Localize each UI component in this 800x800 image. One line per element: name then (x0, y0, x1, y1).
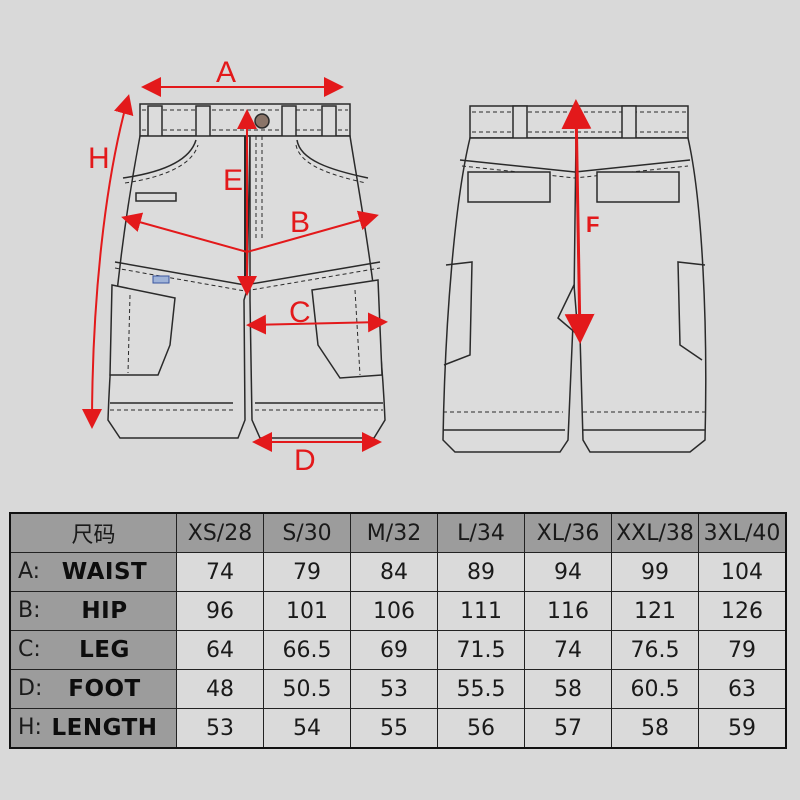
row-name: HIP (81, 598, 128, 624)
table-cell: 96 (176, 591, 264, 631)
back-right-leg (575, 137, 707, 453)
front-waistband (139, 103, 351, 137)
table-cell: 57 (524, 708, 612, 749)
table-cell: 55 (350, 708, 438, 749)
size-header-xs: XS/28 (176, 512, 264, 553)
label-d: D (294, 444, 316, 477)
measure-b-line (121, 210, 379, 254)
table-cell: 89 (437, 552, 525, 592)
table-cell: 59 (698, 708, 787, 749)
table-cell: 56 (437, 708, 525, 749)
back-left-leg (442, 137, 577, 453)
measure-c-line (246, 312, 388, 335)
row-name: LENGTH (51, 715, 158, 741)
measure-h-line (82, 94, 134, 429)
table-cell: 63 (698, 669, 787, 709)
table-cell: 58 (524, 669, 612, 709)
table-cell: 79 (698, 630, 787, 670)
label-f: F (586, 212, 599, 237)
row-name: LEG (79, 637, 130, 663)
table-cell: 74 (524, 630, 612, 670)
label-e: E (223, 164, 243, 197)
table-row-length: H: LENGTH 53 54 55 56 57 58 59 (9, 708, 787, 749)
table-row-leg: C: LEG 64 66.5 69 71.5 74 76.5 79 (9, 630, 787, 670)
table-cell: 121 (611, 591, 699, 631)
size-header-3xl: 3XL/40 (698, 512, 787, 553)
shorts-measurement-diagram: A H E B C D F (82, 56, 707, 477)
table-cell: 101 (263, 591, 351, 631)
table-cell: 126 (698, 591, 787, 631)
header-label: 尺码 (9, 512, 177, 553)
table-cell: 69 (350, 630, 438, 670)
back-pocket-flap (467, 171, 551, 203)
measurement-lines (82, 77, 595, 452)
back-pocket-flap (596, 171, 680, 203)
table-cell: 54 (263, 708, 351, 749)
size-header-l: L/34 (437, 512, 525, 553)
table-cell: 84 (350, 552, 438, 592)
size-header-s: S/30 (263, 512, 351, 553)
label-a: A (216, 56, 236, 89)
back-view-shorts (442, 105, 707, 453)
row-name: FOOT (68, 676, 141, 702)
table-cell: 116 (524, 591, 612, 631)
table-cell: 106 (350, 591, 438, 631)
row-label: D: FOOT (9, 669, 177, 709)
back-waistband (469, 105, 689, 139)
row-name: WAIST (61, 559, 148, 585)
row-letter: D: (18, 676, 43, 701)
table-cell: 74 (176, 552, 264, 592)
table-cell: 48 (176, 669, 264, 709)
row-label: C: LEG (9, 630, 177, 670)
table-cell: 94 (524, 552, 612, 592)
table-cell: 111 (437, 591, 525, 631)
table-cell: 55.5 (437, 669, 525, 709)
table-cell: 71.5 (437, 630, 525, 670)
table-cell: 76.5 (611, 630, 699, 670)
row-label: A: WAIST (9, 552, 177, 592)
table-cell: 53 (176, 708, 264, 749)
table-cell: 104 (698, 552, 787, 592)
row-label: B: HIP (9, 591, 177, 631)
table-cell: 60.5 (611, 669, 699, 709)
button-icon (254, 113, 270, 129)
size-chart-table: 尺码 XS/28 S/30 M/32 L/34 XL/36 XXL/38 3XL… (9, 512, 787, 749)
size-header-m: M/32 (350, 512, 438, 553)
row-letter: C: (18, 637, 41, 662)
table-cell: 66.5 (263, 630, 351, 670)
size-header-xl: XL/36 (524, 512, 612, 553)
label-h: H (88, 142, 110, 175)
row-letter: H: (18, 715, 42, 740)
measure-f-line (561, 99, 595, 344)
table-cell: 58 (611, 708, 699, 749)
table-row-waist: A: WAIST 74 79 84 89 94 99 104 (9, 552, 787, 592)
table-cell: 50.5 (263, 669, 351, 709)
size-header-xxl: XXL/38 (611, 512, 699, 553)
label-b: B (290, 206, 310, 239)
table-header-row: 尺码 XS/28 S/30 M/32 L/34 XL/36 XXL/38 3XL… (9, 512, 787, 553)
row-letter: B: (18, 598, 41, 623)
label-c: C (289, 296, 311, 329)
table-cell: 79 (263, 552, 351, 592)
table-row-hip: B: HIP 96 101 106 111 116 121 126 (9, 591, 787, 631)
table-cell: 64 (176, 630, 264, 670)
measurement-letters: A H E B C D F (88, 56, 599, 477)
row-label: H: LENGTH (9, 708, 177, 749)
table-cell: 99 (611, 552, 699, 592)
row-letter: A: (18, 559, 41, 584)
table-row-foot: D: FOOT 48 50.5 53 55.5 58 60.5 63 (9, 669, 787, 709)
table-cell: 53 (350, 669, 438, 709)
brand-tag (152, 275, 170, 284)
